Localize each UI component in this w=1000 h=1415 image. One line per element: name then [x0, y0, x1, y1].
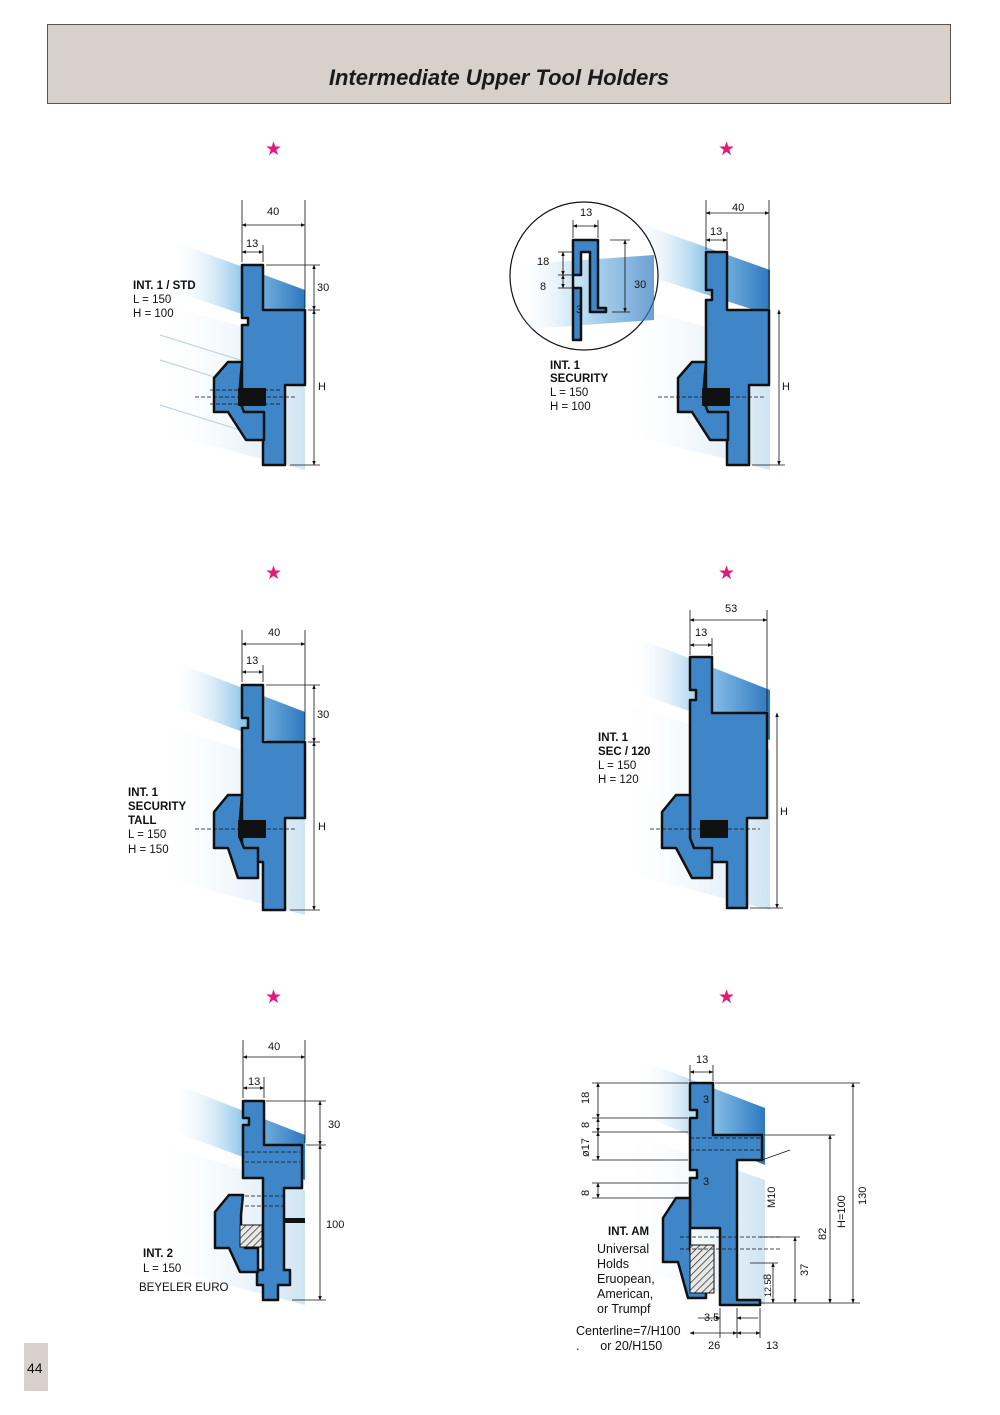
- length-value: L = 150: [143, 1263, 181, 1275]
- dim-width: 40: [268, 627, 280, 639]
- security-detail-callout: 13 18 8 30 3: [509, 201, 659, 351]
- length-value: L = 150: [598, 760, 636, 772]
- holder-drawing-int1-sec120: 53 13 H INT. 1 SEC / 120 L = 150 H = 120: [598, 603, 788, 910]
- holder-drawing-int2: 40 13 30 100 INT. 2 L = 150 BEYELER EURO: [139, 1040, 344, 1305]
- detail-13: 13: [580, 207, 592, 219]
- page-header: Intermediate Upper Tool Holders: [47, 24, 951, 104]
- dim-8-lower: 8: [580, 1190, 592, 1196]
- desc-line-3: Eruopean,: [597, 1272, 655, 1286]
- dim-13: 13: [710, 226, 722, 238]
- dim-30: 30: [317, 709, 329, 721]
- dim-130: 130: [857, 1187, 869, 1205]
- dim-82: 82: [817, 1228, 829, 1240]
- length-value: L = 150: [550, 387, 588, 399]
- centerline-line-1: Centerline=7/H100: [576, 1324, 681, 1338]
- dim-30: 30: [317, 282, 329, 294]
- height-value: H = 150: [128, 844, 169, 856]
- dim-13: 13: [246, 238, 258, 250]
- dim-3-lower: 3: [703, 1176, 709, 1188]
- dim-h: H: [780, 806, 788, 818]
- detail-8: 8: [540, 281, 546, 293]
- desc-line-4: American,: [597, 1287, 653, 1301]
- dim-13-bottom: 13: [766, 1340, 778, 1352]
- dim-width: 40: [267, 206, 279, 218]
- page-title: Intermediate Upper Tool Holders: [328, 65, 670, 90]
- dim-width: 40: [732, 202, 744, 214]
- star-icon: ★: [265, 563, 283, 584]
- dim-width: 53: [725, 603, 737, 615]
- height-value: H = 100: [133, 308, 174, 320]
- dim-26: 26: [708, 1340, 720, 1352]
- detail-30: 30: [634, 279, 646, 291]
- dim-8: 8: [580, 1122, 592, 1128]
- dim-3-5: 3.5: [704, 1312, 719, 1324]
- model-name: INT. 1: [550, 360, 581, 372]
- model-name-line2: SECURITY: [550, 373, 608, 385]
- model-name: INT. 1 / STD: [133, 280, 196, 292]
- dim-h: H: [318, 821, 326, 833]
- dim-diameter-17: ø17: [580, 1138, 592, 1157]
- model-name-line2: SECURITY: [128, 801, 186, 813]
- dim-m10: M10: [766, 1187, 778, 1208]
- holder-drawing-int1-security-tall: 40 13 30 H INT. 1 SECURITY TALL L = 150 …: [128, 627, 329, 915]
- brand-note: BEYELER EURO: [139, 1282, 229, 1294]
- detail-3: 3: [576, 304, 582, 316]
- height-value: H = 100: [550, 401, 591, 413]
- holder-drawing-int1-security: 40 13 H 13 18 8 30 3 INT. 1 SECURITY: [509, 200, 790, 470]
- holder-drawing-int-am: 13 18 8 ø17 8 3 3 M10 12.5 8 37 82 H=100…: [576, 1054, 869, 1353]
- model-name: INT. 1: [128, 787, 159, 799]
- model-name: INT. AM: [608, 1226, 649, 1238]
- dim-13: 13: [248, 1076, 260, 1088]
- star-icon: ★: [265, 987, 283, 1008]
- page-number-tab: [24, 1343, 48, 1391]
- length-value: L = 150: [128, 829, 166, 841]
- model-name-line3: TALL: [128, 815, 157, 827]
- star-icon: ★: [718, 987, 736, 1008]
- dim-13: 13: [695, 627, 707, 639]
- model-name-line2: SEC / 120: [598, 746, 650, 758]
- dim-13: 13: [246, 655, 258, 667]
- dim-18: 18: [580, 1092, 592, 1104]
- desc-line-1: Universal: [597, 1242, 649, 1256]
- star-icon: ★: [718, 139, 736, 160]
- model-name: INT. 2: [143, 1248, 173, 1260]
- model-name: INT. 1: [598, 732, 629, 744]
- dim-3-upper: 3: [703, 1094, 709, 1106]
- page-number: 44: [27, 1360, 43, 1376]
- dim-13-top: 13: [696, 1054, 708, 1066]
- dim-h: H: [318, 381, 326, 393]
- dim-width: 40: [268, 1041, 280, 1053]
- dim-h: H: [782, 381, 790, 393]
- dim-37: 37: [799, 1264, 811, 1276]
- length-value: L = 150: [133, 294, 171, 306]
- desc-line-2: Holds: [597, 1257, 629, 1271]
- height-value: H = 120: [598, 774, 639, 786]
- dim-h100: H=100: [836, 1195, 848, 1228]
- dim-30: 30: [328, 1119, 340, 1131]
- dim-8-right: 8: [762, 1274, 774, 1280]
- detail-18: 18: [537, 256, 549, 268]
- holder-drawing-int1-std: 40 13 30 H INT. 1 / STD L = 150 H = 100: [133, 200, 329, 470]
- star-icon: ★: [265, 139, 283, 160]
- dim-12-5: 12.5: [763, 1279, 773, 1297]
- dim-100: 100: [326, 1219, 344, 1231]
- star-icon: ★: [718, 563, 736, 584]
- centerline-line-2: . or 20/H150: [576, 1339, 662, 1353]
- desc-line-5: or Trumpf: [597, 1302, 651, 1316]
